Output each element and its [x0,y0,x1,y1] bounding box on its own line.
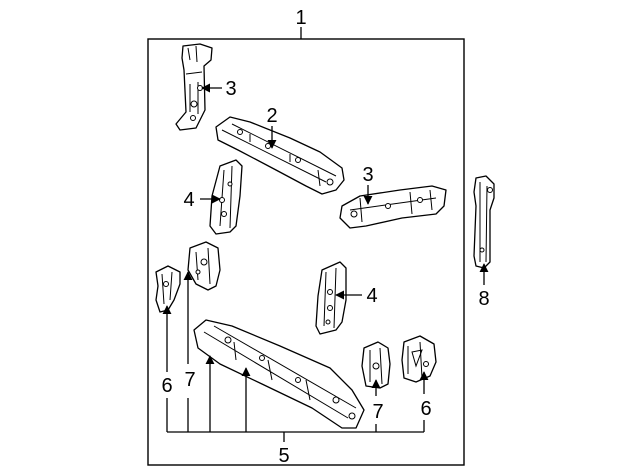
part-8-side-post [473,175,495,269]
leader-lines [162,83,489,442]
callout-1: 1 [295,7,306,29]
callout-6-left: 6 [161,375,172,397]
callout-4-right: 4 [366,285,377,307]
callout-7-right: 7 [372,401,383,423]
callout-5: 5 [278,445,289,467]
part-7-right-bracket [361,341,391,389]
part-7-left-bracket [187,241,221,291]
callout-8: 8 [478,288,489,310]
part-3-upper-bracket [175,43,213,131]
callout-2: 2 [266,105,277,127]
callout-6-right: 6 [420,398,431,420]
assembly-frame [147,38,465,466]
part-4-left-brace [209,159,243,235]
callout-3-right: 3 [362,164,373,186]
part-6-left-bracket [155,265,181,313]
part-6-right-bracket [401,335,437,383]
callout-7-left: 7 [184,369,195,391]
callout-4-left: 4 [183,189,194,211]
part-4-right-brace [315,261,347,335]
part-5-lower-cross-member [193,319,365,429]
part-3-right-bracket [339,185,447,229]
callout-3-upper: 3 [225,78,236,100]
